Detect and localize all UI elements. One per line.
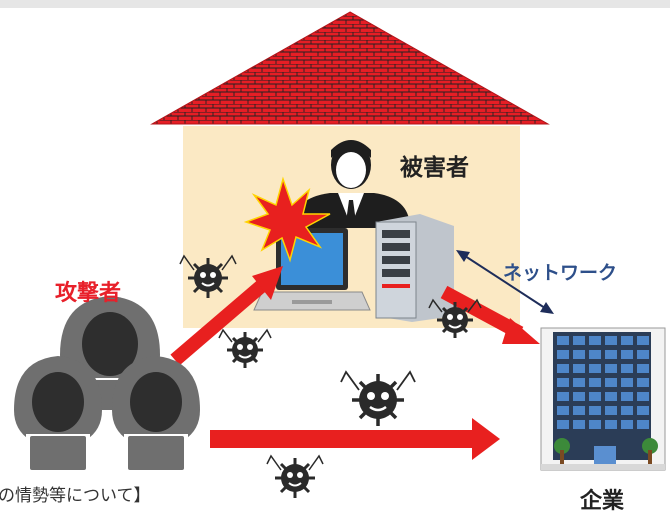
explosion-icon bbox=[243, 176, 331, 263]
network-label: ネットワーク bbox=[503, 262, 618, 284]
server-icon bbox=[375, 214, 454, 322]
virus-icon bbox=[218, 328, 272, 368]
house-roof bbox=[150, 11, 550, 125]
hacker-figure bbox=[14, 356, 102, 472]
hacker-group-icon bbox=[14, 296, 200, 472]
victim-label: 被害者 bbox=[400, 155, 469, 181]
red-arrow-icon bbox=[210, 418, 500, 460]
red-arrow-icon bbox=[440, 285, 540, 344]
virus-icon bbox=[428, 298, 482, 338]
company-label: 企業 bbox=[580, 489, 625, 514]
hacker-figure bbox=[112, 356, 200, 472]
top-bar bbox=[0, 0, 670, 8]
network-double-arrow-icon bbox=[456, 250, 554, 314]
virus-icon bbox=[266, 454, 324, 498]
virus-icon bbox=[179, 254, 237, 298]
caption-text: の情勢等について】 bbox=[0, 486, 151, 506]
attacker-label: 攻撃者 bbox=[55, 281, 122, 306]
virus-icon bbox=[340, 370, 416, 426]
office-building-icon bbox=[540, 327, 666, 471]
red-arrow-icon bbox=[170, 266, 283, 366]
